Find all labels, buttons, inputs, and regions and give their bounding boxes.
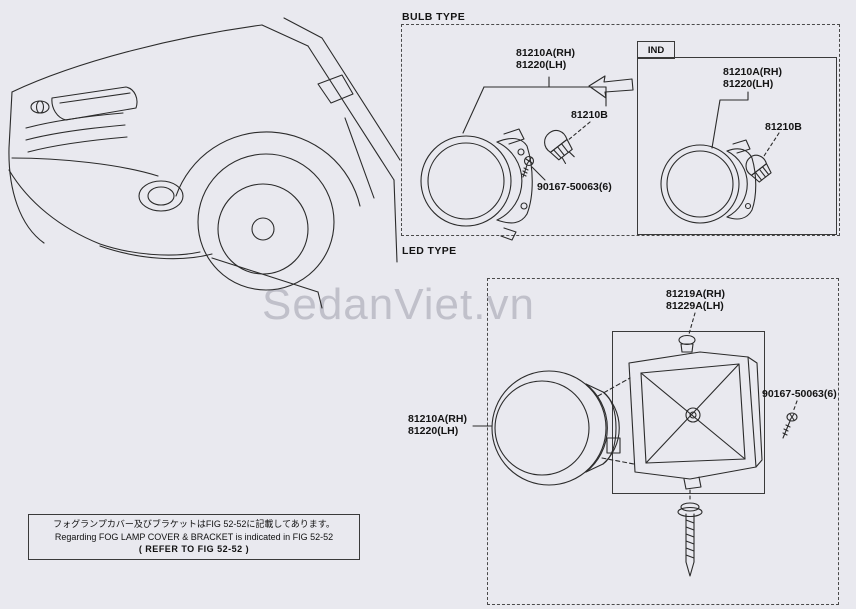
note-line-refer: ( REFER TO FIG 52-52 ) [138,544,250,554]
part-label-ind-main-lh: 81220(LH) [723,78,774,90]
bulb-type-dashed-box [401,24,840,236]
leader-lines-led [472,312,798,502]
screw-drawing-led [782,412,798,439]
leader-lines-ind [711,91,780,157]
clip-81219a-drawing [678,334,696,353]
fog-lamp-bulb-type-drawing [420,128,533,241]
led-type-title: LED TYPE [402,245,457,257]
reference-note-box: フォグランプカバー及びブラケットはFIG 52-52に記載してあります。 Reg… [28,514,360,560]
led-type-dashed-box [487,278,839,605]
part-label-ind-main-rh: 81210A(RH) [723,66,782,78]
part-label-led-screw: 90167-50063(6) [762,388,837,400]
part-label-bulb-screw: 90167-50063(6) [537,181,612,193]
led-bracket-solid-box [612,331,765,494]
ind-tab-label: IND [647,44,665,56]
ind-solid-box [637,57,837,235]
fog-lamp-ind-drawing [660,139,757,224]
bulb-type-title: BULB TYPE [402,11,466,23]
fog-lamp-led-drawing [491,370,621,486]
note-line-japanese: フォグランプカバー及びブラケットはFIG 52-52に記載してあります。 [53,519,335,529]
mounting-screw-drawing [677,502,703,577]
car-front-drawing [8,17,401,309]
bulb-81210b-ind-drawing [745,154,772,183]
bracket-led-drawing [628,351,763,490]
part-label-ind-81210b: 81210B [765,121,802,133]
part-label-bulb-81210b: 81210B [571,109,608,121]
part-label-led-main-rh: 81210A(RH) [408,413,467,425]
note-line-english: Regarding FOG LAMP COVER & BRACKET is in… [54,531,334,542]
ind-tab: IND [637,41,675,59]
arrow-left-icon [588,75,634,99]
leader-lines-bulb [462,76,607,181]
part-label-led-main-lh: 81220(LH) [408,425,459,437]
part-label-led-clip-lh: 81229A(LH) [666,300,724,312]
part-label-bulb-main-rh: 81210A(RH) [516,47,575,59]
part-label-bulb-main-lh: 81220(LH) [516,59,567,71]
bulb-81210b-drawing [544,129,575,165]
screw-drawing-bulb [521,155,535,178]
part-label-led-clip-rh: 81219A(RH) [666,288,725,300]
